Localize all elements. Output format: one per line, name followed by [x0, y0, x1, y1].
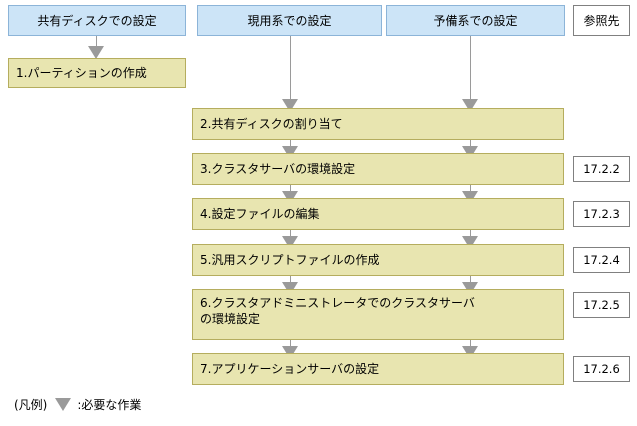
- step-box-5: 5.汎用スクリプトファイルの作成: [192, 244, 564, 276]
- connector-active-step6-to-step7: [290, 340, 291, 348]
- connector-header-to-step1: [96, 36, 97, 48]
- column-header-reference: 参照先: [573, 5, 630, 36]
- reference-box-step5: 17.2.4: [573, 247, 630, 273]
- legend-title: (凡例): [14, 398, 48, 412]
- legend: (凡例) :必要な作業: [14, 396, 141, 413]
- connector-active-step2-to-step3: [290, 140, 291, 148]
- arrowhead-to-step1: [88, 46, 104, 59]
- step-box-2: 2.共有ディスクの割り当て: [192, 108, 564, 140]
- connector-standby-step5-to-step6: [470, 276, 471, 284]
- column-header-active-node: 現用系での設定: [197, 5, 382, 36]
- down-triangle-icon: [55, 398, 72, 411]
- connector-standby-header-to-step2: [470, 36, 471, 102]
- legend-text: :必要な作業: [77, 398, 142, 412]
- step-box-7: 7.アプリケーションサーバの設定: [192, 353, 564, 385]
- connector-active-step5-to-step6: [290, 276, 291, 284]
- connector-active-step3-to-step4: [290, 185, 291, 193]
- reference-box-step4: 17.2.3: [573, 201, 630, 227]
- connector-active-step4-to-step5: [290, 230, 291, 238]
- step-box-4: 4.設定ファイルの編集: [192, 198, 564, 230]
- connector-standby-step6-to-step7: [470, 340, 471, 348]
- connector-standby-step4-to-step5: [470, 230, 471, 238]
- reference-box-step7: 17.2.6: [573, 356, 630, 382]
- reference-box-step3: 17.2.2: [573, 156, 630, 182]
- reference-box-step6: 17.2.5: [573, 292, 630, 318]
- step-box-1: 1.パーティションの作成: [8, 58, 186, 88]
- step-box-6: 6.クラスタアドミニストレータでのクラスタサーバ の環境設定: [192, 289, 564, 340]
- connector-standby-step2-to-step3: [470, 140, 471, 148]
- connector-standby-step3-to-step4: [470, 185, 471, 193]
- column-header-shared-disk: 共有ディスクでの設定: [8, 5, 186, 36]
- column-header-standby-node: 予備系での設定: [386, 5, 565, 36]
- step-box-3: 3.クラスタサーバの環境設定: [192, 153, 564, 185]
- connector-active-header-to-step2: [290, 36, 291, 102]
